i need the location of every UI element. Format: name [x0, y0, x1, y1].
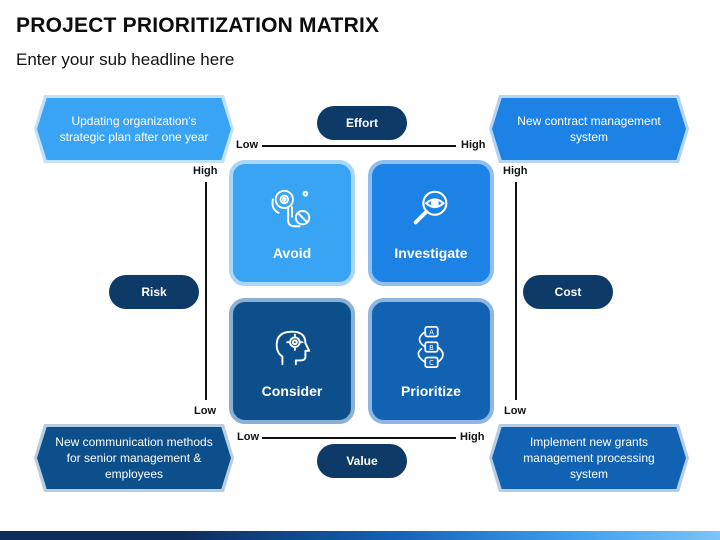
callout-bottom-right: Implement new grants management processi…	[492, 427, 686, 489]
quadrant-investigate: Investigate	[368, 160, 494, 286]
cost-axis-line	[515, 182, 517, 400]
quadrant-prioritize: A B C Prioritize	[368, 298, 494, 424]
cost-low-label: Low	[504, 405, 526, 417]
callout-top-left: Updating organization's strategic plan a…	[37, 98, 231, 160]
callout-top-right: New contract management system	[492, 98, 686, 160]
svg-text:A: A	[429, 328, 434, 336]
risk-high-label: High	[193, 165, 218, 177]
cost-high-label: High	[503, 165, 528, 177]
quadrant-consider: Consider	[229, 298, 355, 424]
effort-axis-line	[262, 145, 456, 147]
page-subtitle: Enter your sub headline here	[16, 50, 235, 69]
risk-low-label: Low	[194, 405, 216, 417]
value-pill: Value	[317, 444, 407, 478]
callout-bottom-left: New communication methods for senior man…	[37, 427, 231, 489]
risk-pill: Risk	[109, 275, 199, 309]
magnifier-eye-icon	[408, 186, 454, 237]
page-title: PROJECT PRIORITIZATION MATRIX	[16, 14, 380, 37]
effort-pill: Effort	[317, 106, 407, 140]
quadrant-avoid-label: Avoid	[272, 244, 312, 261]
value-low-label: Low	[237, 431, 259, 443]
quadrant-prioritize-label: Prioritize	[401, 382, 461, 399]
value-high-label: High	[460, 431, 485, 443]
effort-high-label: High	[461, 139, 486, 151]
quadrant-consider-label: Consider	[261, 382, 323, 399]
value-axis-line	[262, 437, 456, 439]
eye-hand-stop-icon	[269, 186, 315, 237]
risk-axis-line	[205, 182, 207, 400]
effort-low-label: Low	[236, 139, 258, 151]
quadrant-investigate-label: Investigate	[394, 244, 468, 261]
svg-text:C: C	[429, 359, 434, 367]
head-gear-icon	[269, 324, 315, 375]
bottom-gradient-bar	[0, 531, 720, 540]
cost-pill: Cost	[523, 275, 613, 309]
svg-text:B: B	[429, 343, 434, 351]
quadrant-avoid: Avoid	[229, 160, 355, 286]
abc-flow-icon: A B C	[408, 324, 454, 375]
